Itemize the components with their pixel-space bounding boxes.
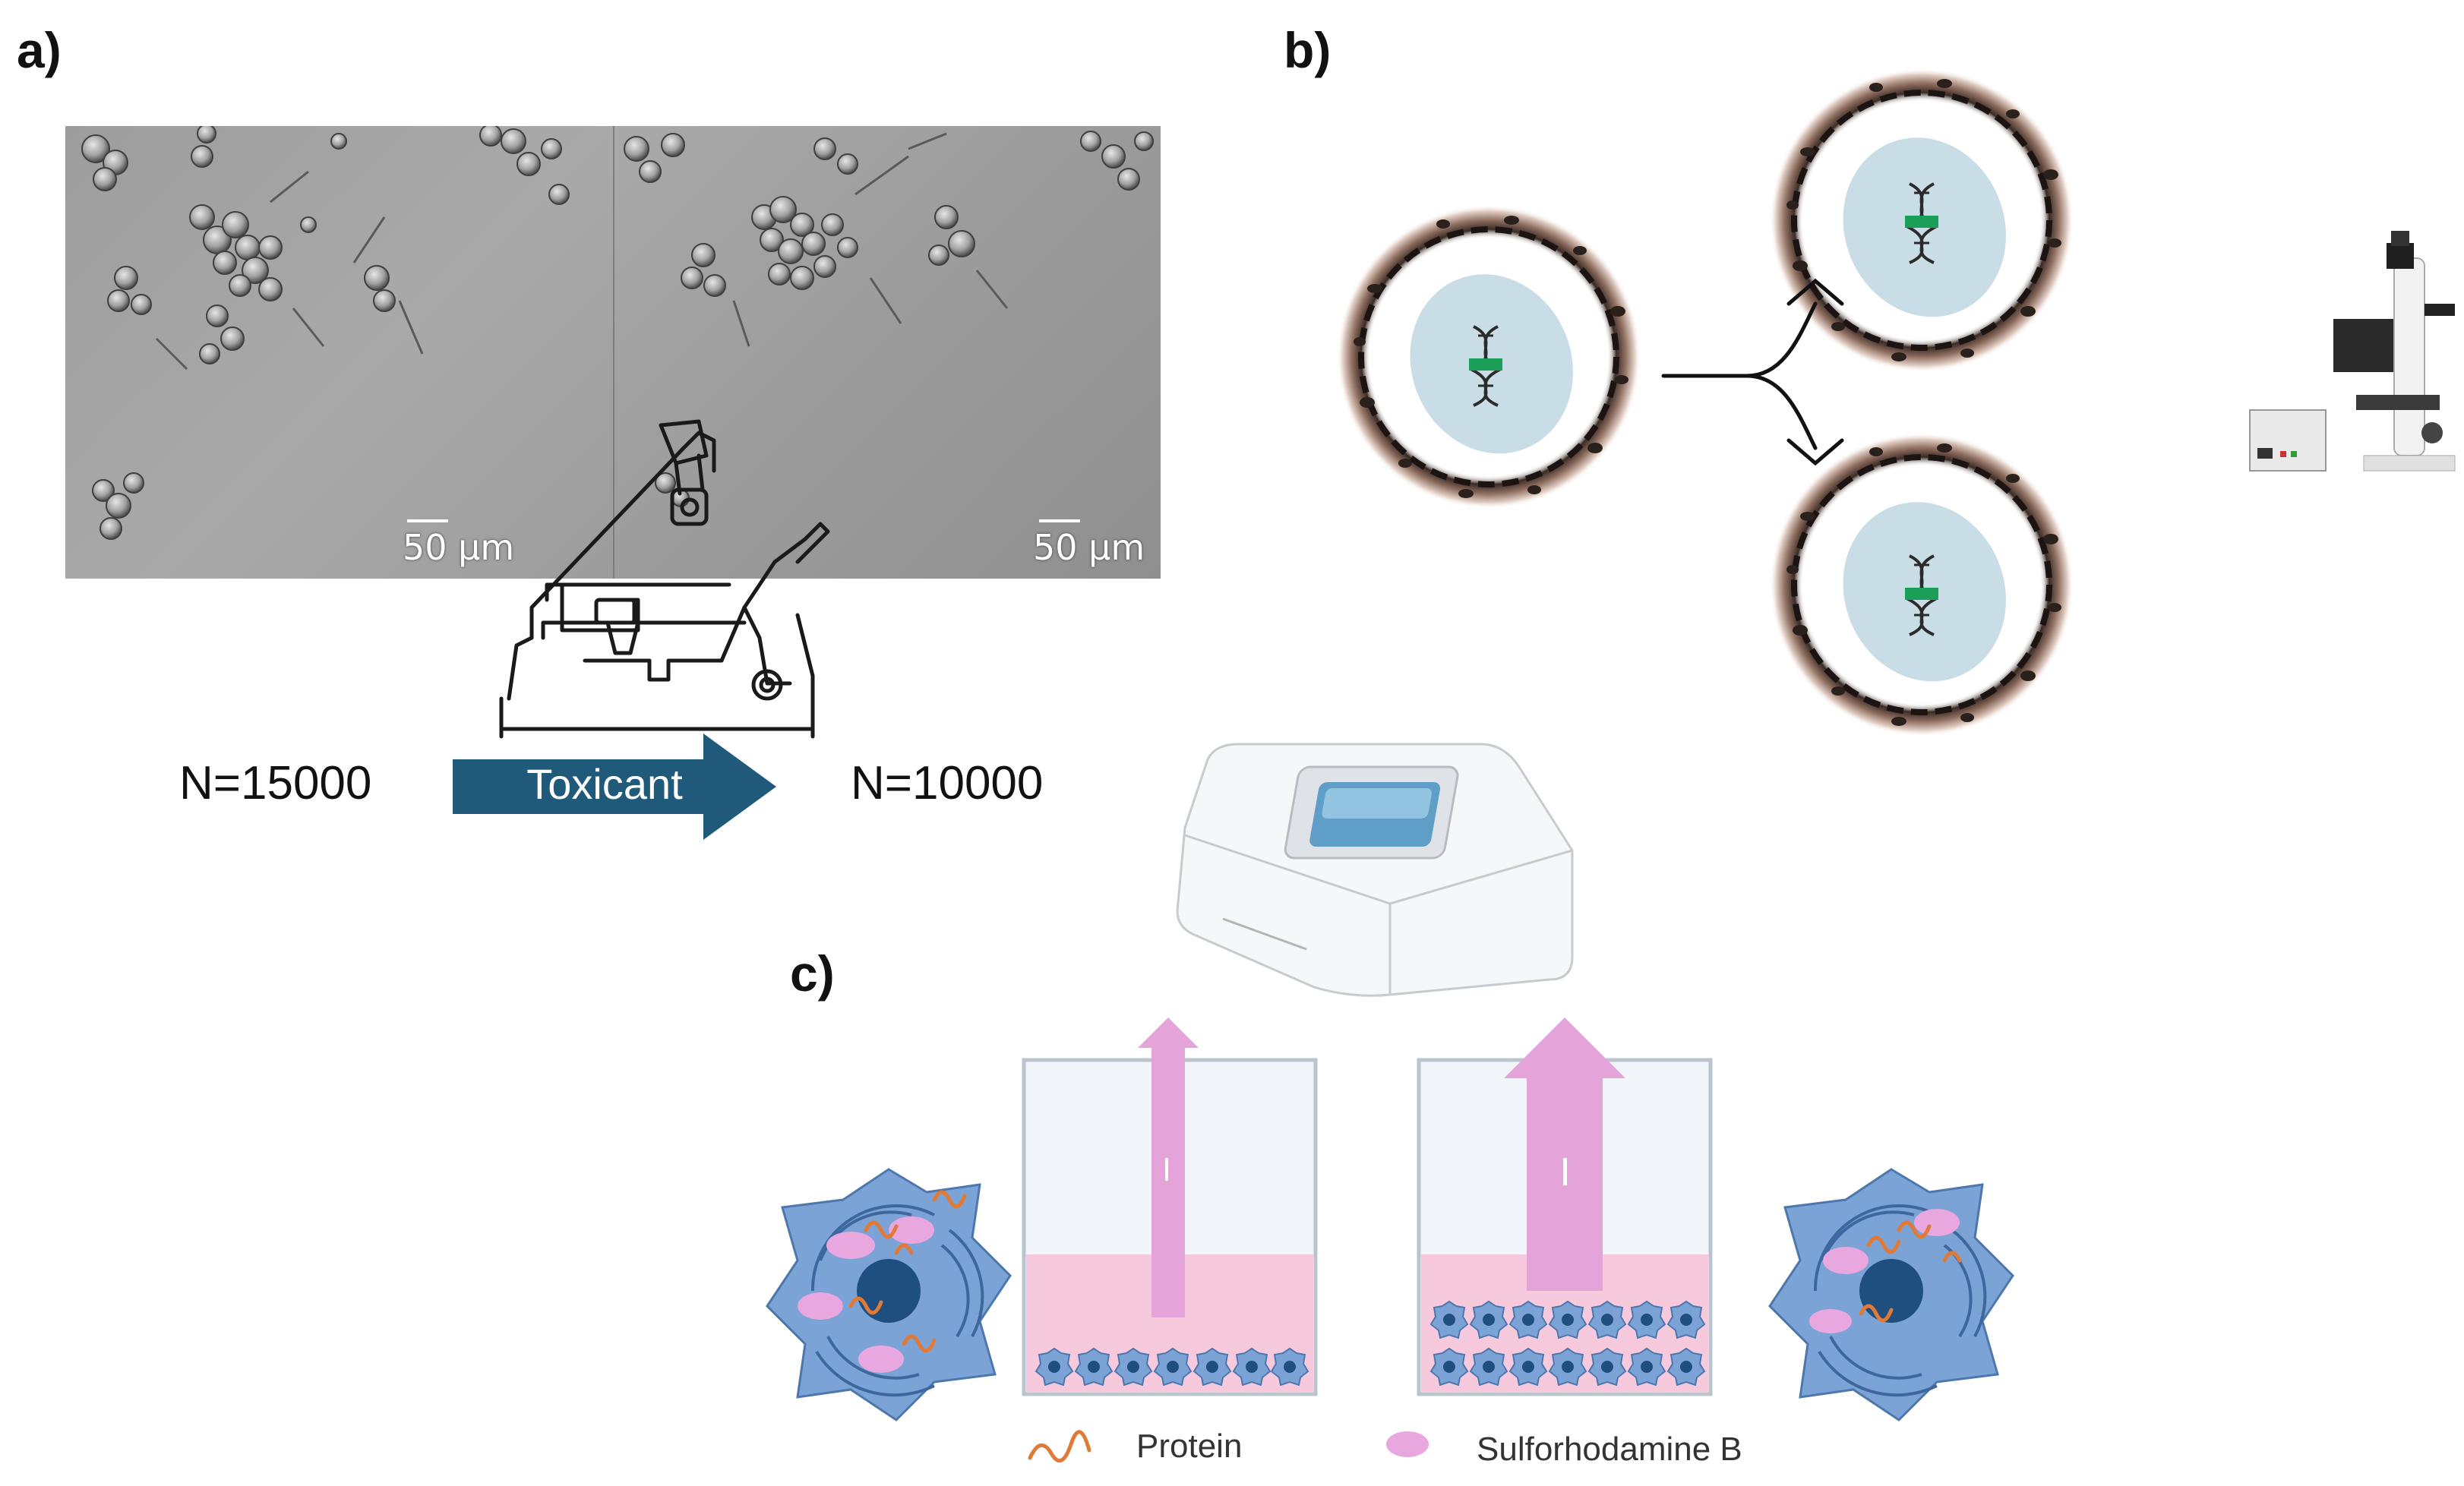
cell-division-diagram: [1337, 61, 2172, 744]
srb-legend-icon: [1386, 1431, 1429, 1457]
protein-legend-icon: [1028, 1430, 1091, 1463]
cell-with-srb-left: [766, 1168, 1012, 1421]
toxicant-arrow: [453, 734, 776, 840]
fluorescence-microscope-icon: [2249, 231, 2456, 472]
panel-b-label: b): [1284, 22, 1332, 78]
microscopy-image: 50 µm 50 µm: [65, 126, 1161, 579]
cell-micrograph: [81, 126, 1154, 579]
panel-c-label: c): [790, 945, 835, 1002]
daughter-cell-bottom: [1770, 433, 2074, 737]
cell-count-before: N=15000: [179, 757, 372, 809]
cell-with-srb-right: [1768, 1168, 2014, 1421]
inverted-microscope-icon: [499, 419, 830, 739]
plate-reader-icon: [1176, 743, 1574, 997]
legend-protein-label: Protein: [1136, 1428, 1243, 1465]
parent-cell: [1337, 205, 1641, 509]
well-right: [1417, 1017, 1713, 1396]
legend-srb-label: Sulforhodamine B: [1477, 1431, 1742, 1468]
scale-bar-label-right: 50 µm: [1033, 527, 1145, 568]
daughter-cell-top: [1770, 68, 2074, 372]
toxicant-label: Toxicant: [526, 760, 683, 808]
cell-count-after: N=10000: [851, 757, 1044, 809]
srb-assay-diagram: [766, 1017, 2014, 1421]
scale-bar-label-left: 50 µm: [403, 527, 515, 568]
panel-a-label: a): [17, 22, 62, 78]
well-left: [1022, 1017, 1318, 1396]
split-arrow: [1661, 278, 1844, 466]
